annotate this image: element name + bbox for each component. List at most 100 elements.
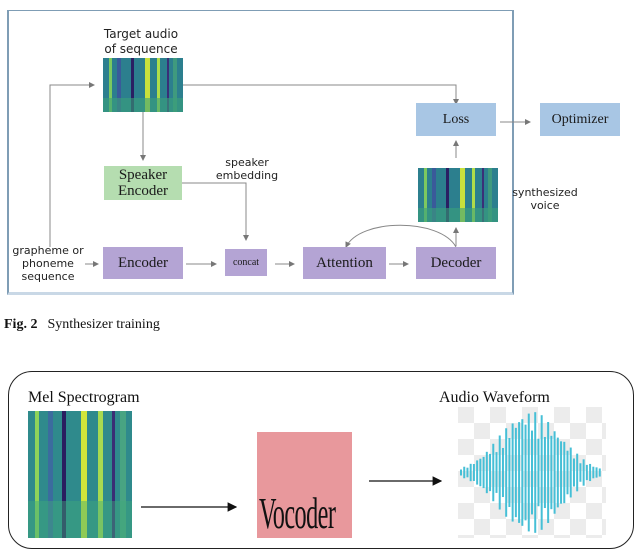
waveform-bar [576, 453, 579, 492]
synthesized-voice-label: synthesized voice [506, 186, 584, 212]
waveform-bar [592, 466, 595, 479]
speaker-encoder-block: Speaker Encoder [104, 166, 182, 200]
waveform-bar [501, 447, 504, 498]
waveform-bar [505, 428, 508, 517]
waveform-bar [589, 463, 592, 482]
synth-label-line2: voice [530, 199, 560, 212]
waveform-bar [550, 435, 553, 510]
input-label-line2: phoneme [22, 257, 74, 270]
waveform-bar [469, 463, 472, 482]
input-sequence-label: grapheme or phoneme sequence [10, 244, 86, 283]
vocoder-diagram-frame [8, 371, 634, 549]
checker-cell [522, 535, 538, 538]
figure-caption-label: Fig. 2 [4, 317, 38, 332]
waveform-bar [537, 438, 540, 507]
waveform-bar [485, 451, 488, 494]
attention-block: Attention [303, 247, 386, 279]
speaker-embedding-label-line2: embedding [215, 169, 279, 182]
input-label-line1: grapheme or [12, 244, 84, 257]
waveform-bar [463, 466, 466, 479]
waveform-bar [543, 436, 546, 509]
vocoder-block: Vocoder [257, 432, 352, 538]
checker-cell [570, 423, 586, 439]
waveform-bar [563, 441, 566, 504]
checker-cell [490, 503, 506, 519]
waveform-bar [547, 422, 550, 523]
mel-spectrogram-label: Mel Spectrogram [28, 389, 140, 406]
speaker-embedding-label: speaker embedding [214, 156, 280, 182]
waveform-bar [598, 468, 601, 477]
waveform-bar [476, 460, 479, 485]
waveform-bar [540, 415, 543, 530]
checker-cell [602, 423, 606, 439]
checker-cell [586, 535, 602, 538]
target-audio-label-line2: of sequence [104, 42, 178, 56]
waveform-bar [560, 441, 563, 504]
waveform-bar [579, 463, 582, 482]
encoder-block: Encoder [103, 247, 183, 279]
checker-cell [586, 439, 602, 455]
mel-spectrogram-image [28, 411, 132, 538]
waveform-bar [460, 469, 462, 476]
checker-cell [554, 535, 570, 538]
waveform-bar [482, 456, 485, 489]
input-label-line3: sequence [21, 270, 75, 283]
waveform-bar [498, 435, 501, 510]
synth-label-line1: synthesized [512, 186, 578, 199]
figure-caption-text: Synthesizer training [47, 317, 160, 332]
checker-cell [570, 519, 586, 535]
waveform-bar [508, 437, 511, 508]
waveform-bar [531, 430, 533, 515]
waveform-bar [569, 447, 572, 498]
checker-cell [586, 407, 602, 423]
checker-cell [522, 407, 538, 423]
waveform-bar [572, 458, 575, 487]
checker-cell [458, 407, 474, 423]
audio-waveform-label: Audio Waveform [439, 389, 550, 406]
waveform-bar [585, 464, 588, 481]
audio-waveform-image [458, 407, 606, 538]
concat-block: concat [225, 249, 267, 276]
target-audio-spectrogram [103, 58, 183, 112]
waveform-bar [595, 467, 598, 478]
target-audio-label-line1: Target audio [103, 27, 179, 41]
waveform-bar [472, 464, 475, 481]
decoder-to-attention-curve [345, 224, 457, 248]
waveform-bar [495, 452, 498, 493]
input-to-target-arrow [49, 82, 95, 247]
optimizer-block: Optimizer [540, 103, 620, 136]
waveform-bar [511, 423, 514, 522]
speaker-embedding-label-line1: speaker [225, 156, 269, 169]
waveform-bar [466, 467, 469, 478]
waveform-bar [566, 450, 569, 495]
target-audio-label: Target audio of sequence [96, 27, 186, 57]
waveform-bar [521, 419, 524, 526]
checker-cell [474, 423, 490, 439]
checker-cell [538, 519, 554, 535]
checker-cell [490, 535, 506, 538]
waveform-bar [492, 443, 495, 502]
checker-cell [602, 455, 606, 471]
checker-cell [458, 503, 474, 519]
figure-caption: Fig. 2 Synthesizer training [4, 317, 160, 333]
speaker-to-concat-arrow [182, 182, 249, 241]
synthesizer-connectors [49, 82, 531, 267]
loss-block: Loss [416, 103, 496, 136]
waveform-bar [479, 458, 482, 487]
waveform-bar [489, 453, 492, 492]
waveform-bar [518, 422, 521, 523]
waveform-bar [524, 424, 527, 521]
synthesizer-diagram-frame [7, 10, 514, 295]
vocoder-label: Vocoder [259, 489, 336, 538]
waveform-bar [534, 412, 537, 533]
speaker-encoder-label-line1: Speaker [118, 167, 168, 183]
checker-cell [490, 407, 506, 423]
checker-cell [506, 423, 522, 439]
checker-cell [474, 519, 490, 535]
waveform-bar [527, 413, 530, 532]
checker-cell [506, 519, 522, 535]
waveform-bar [514, 427, 517, 518]
checker-cell [458, 535, 474, 538]
checker-cell [602, 519, 606, 535]
